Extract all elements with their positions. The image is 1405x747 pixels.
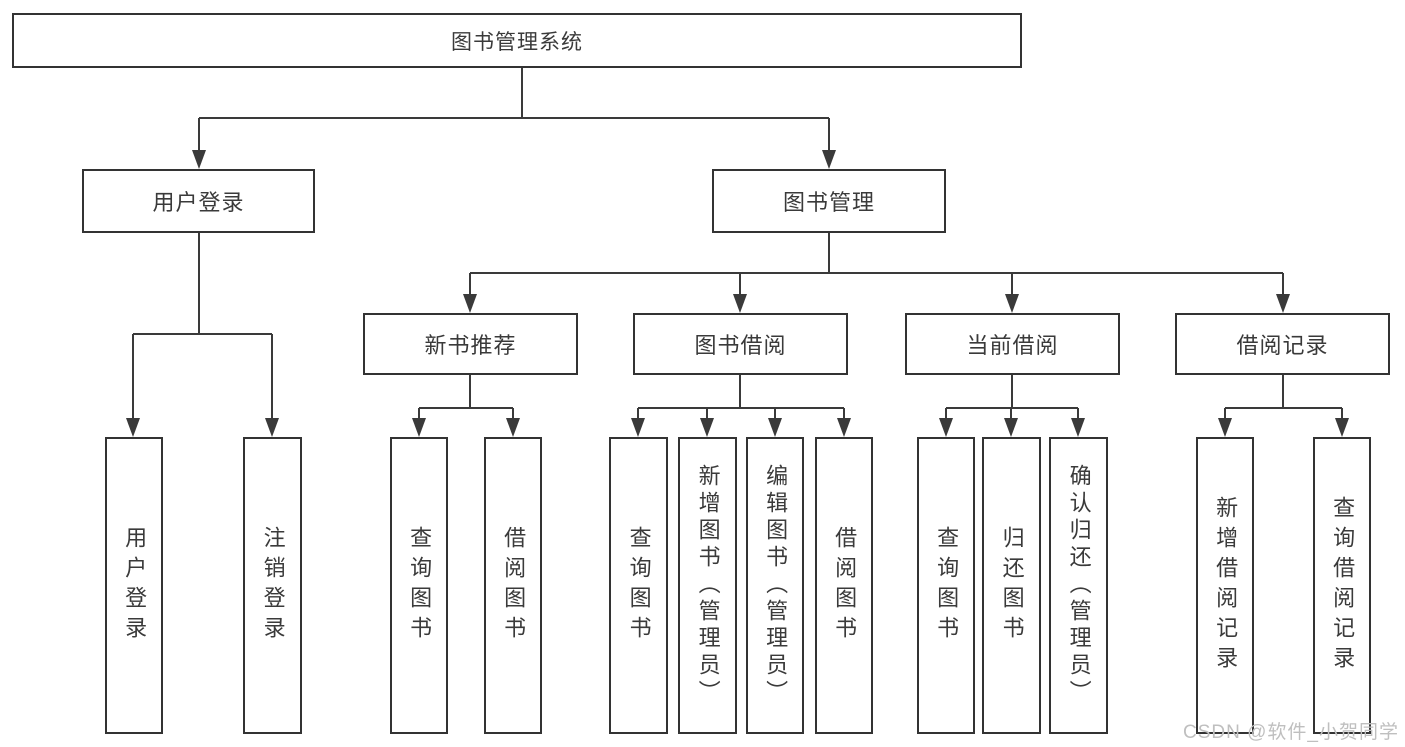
node-new-book-recommend-label: 新书推荐 xyxy=(424,333,517,358)
node-book-borrowing-label: 图书借阅 xyxy=(694,333,787,358)
leaf-user-login: 用户登录 xyxy=(105,437,163,734)
leaf-nb-query-books: 查询图书 xyxy=(390,437,448,734)
node-new-book-recommend: 新书推荐 xyxy=(363,313,578,375)
leaf-bb-borrow-books: 借阅图书 xyxy=(815,437,873,734)
leaf-user-login-label: 用户登录 xyxy=(122,525,148,646)
leaf-cb-return-books-label: 归还图书 xyxy=(999,525,1025,646)
leaf-bb-query-books: 查询图书 xyxy=(609,437,668,734)
leaf-bb-edit-book-admin-label: 编辑图书（管理员） xyxy=(763,464,789,707)
leaf-bb-add-book-admin-label: 新增图书（管理员） xyxy=(695,464,721,707)
node-user-login-branch-label: 用户登录 xyxy=(152,190,245,215)
node-root-label: 图书管理系统 xyxy=(451,30,583,54)
leaf-nb-borrow-books-label: 借阅图书 xyxy=(501,525,527,646)
leaf-cb-query-books: 查询图书 xyxy=(917,437,975,734)
leaf-bb-borrow-books-label: 借阅图书 xyxy=(832,525,858,646)
leaf-cb-return-books: 归还图书 xyxy=(982,437,1041,734)
node-root: 图书管理系统 xyxy=(12,13,1022,68)
leaf-nb-borrow-books: 借阅图书 xyxy=(484,437,542,734)
node-book-management: 图书管理 xyxy=(712,169,946,233)
leaf-bb-edit-book-admin: 编辑图书（管理员） xyxy=(746,437,804,734)
node-book-management-label: 图书管理 xyxy=(782,190,875,215)
node-borrowing-records: 借阅记录 xyxy=(1175,313,1390,375)
leaf-bb-add-book-admin: 新增图书（管理员） xyxy=(678,437,737,734)
leaf-nb-query-books-label: 查询图书 xyxy=(407,525,433,646)
node-borrowing-records-label: 借阅记录 xyxy=(1236,333,1329,358)
node-current-borrowing: 当前借阅 xyxy=(905,313,1120,375)
leaf-cb-confirm-return-admin: 确认归还（管理员） xyxy=(1049,437,1108,734)
arrowheads xyxy=(126,150,1349,437)
leaf-br-add-record: 新增借阅记录 xyxy=(1196,437,1254,734)
node-book-borrowing: 图书借阅 xyxy=(633,313,848,375)
watermark: CSDN @软件_小贺同学 xyxy=(1183,722,1399,743)
leaf-br-add-record-label: 新增借阅记录 xyxy=(1213,495,1239,676)
leaf-logout-label: 注销登录 xyxy=(260,525,286,646)
leaf-cb-confirm-return-admin-label: 确认归还（管理员） xyxy=(1066,464,1092,707)
node-user-login-branch: 用户登录 xyxy=(82,169,315,233)
leaf-cb-query-books-label: 查询图书 xyxy=(934,525,960,646)
leaf-br-query-record: 查询借阅记录 xyxy=(1313,437,1371,734)
leaf-logout: 注销登录 xyxy=(243,437,302,734)
leaf-br-query-record-label: 查询借阅记录 xyxy=(1330,495,1356,676)
node-current-borrowing-label: 当前借阅 xyxy=(966,333,1059,358)
leaf-bb-query-books-label: 查询图书 xyxy=(626,525,652,646)
